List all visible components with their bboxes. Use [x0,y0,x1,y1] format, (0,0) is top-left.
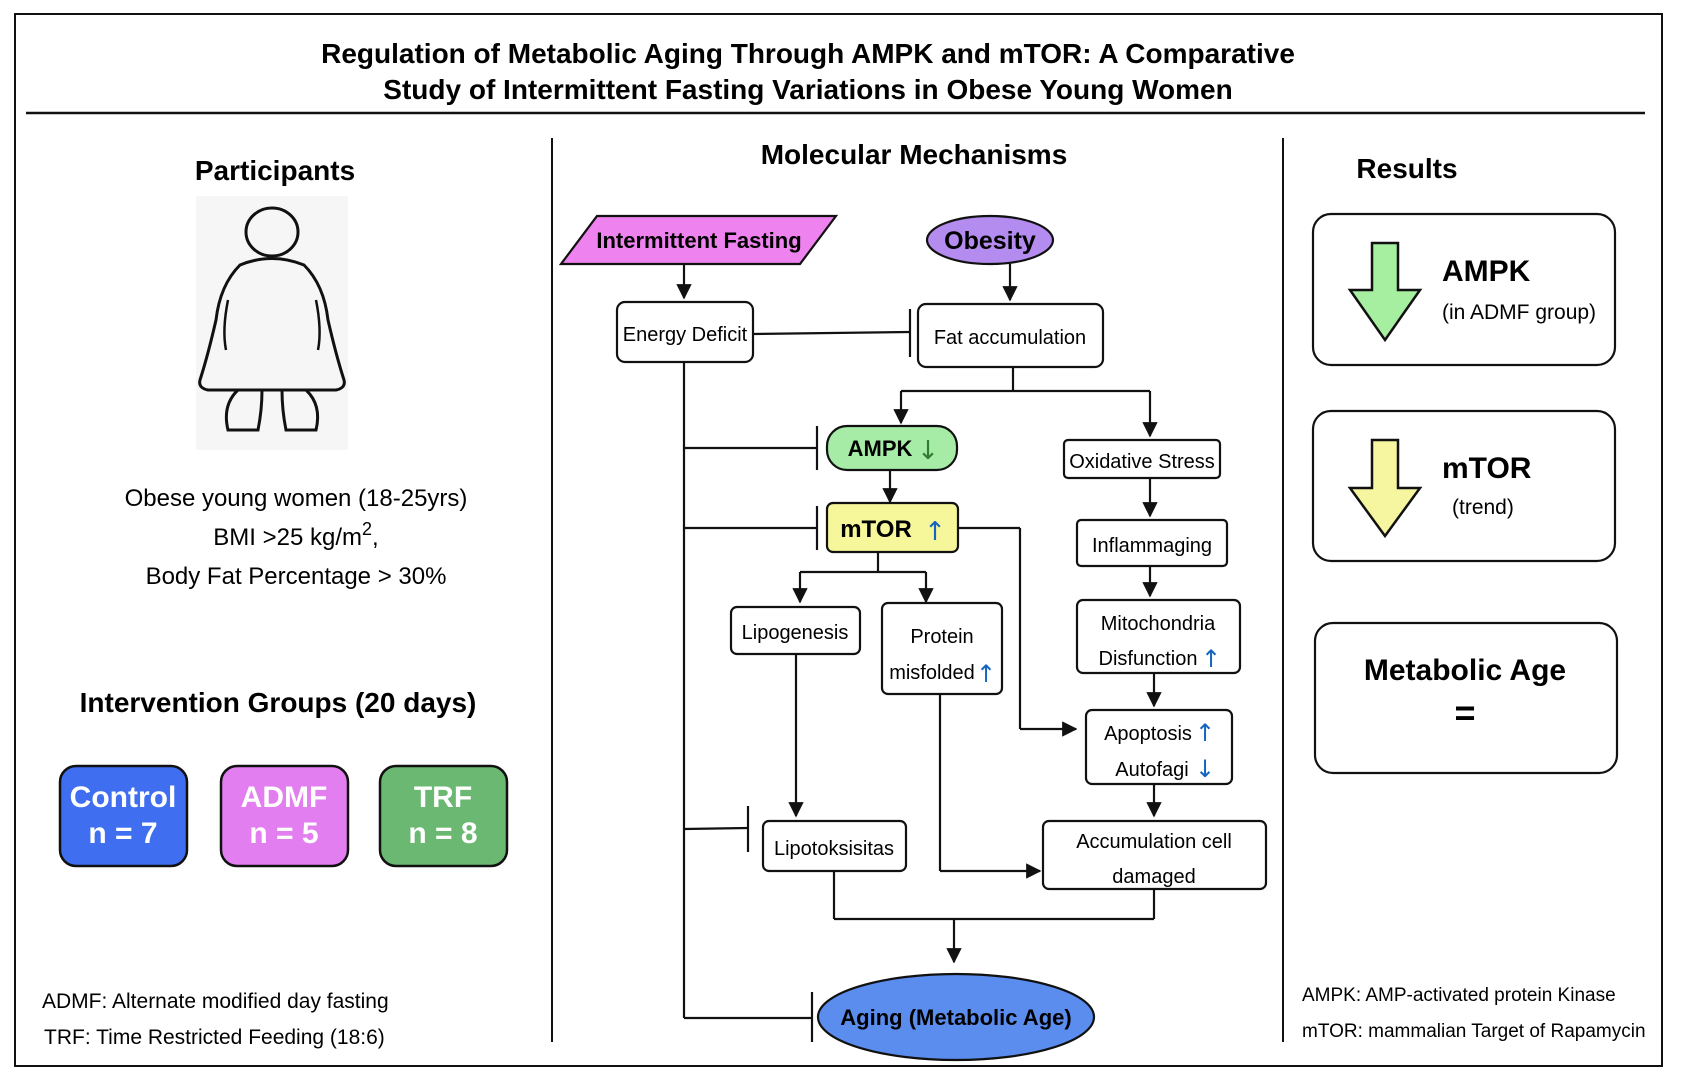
svg-text:mTOR: mTOR [1442,452,1532,485]
svg-text:AMPK: AMPK [1442,255,1531,288]
svg-text:Obesity: Obesity [944,227,1036,255]
abbr-admf: ADMF: Alternate modified day fasting [42,990,389,1013]
svg-text:misfolded: misfolded [889,662,975,684]
result-metabolic-age: Metabolic Age = [1313,621,1619,775]
svg-text:Mitochondria: Mitochondria [1101,613,1216,635]
svg-text:Inflammaging: Inflammaging [1092,535,1212,557]
connectors [676,260,1162,1042]
participants-line-2: BMI >25 kg/m2, [213,519,378,551]
participants-line-3: Body Fat Percentage > 30% [146,563,447,590]
node-obesity: Obesity [925,214,1055,266]
group-trf-n: n = 8 [408,817,477,850]
group-control: Control n = 7 [58,764,189,868]
svg-text:damaged: damaged [1112,866,1195,888]
svg-text:Protein: Protein [910,626,973,648]
node-inflammaging: Inflammaging [1075,518,1229,568]
obese-woman-icon [196,196,348,450]
group-admf-name: ADMF [241,781,328,814]
svg-text:Lipotoksisitas: Lipotoksisitas [774,838,894,860]
node-ampk: AMPK ↓ [825,424,959,472]
node-intermittent-fasting: Intermittent Fasting [558,214,839,266]
svg-text:Autofagi: Autofagi [1115,759,1188,781]
svg-text:Metabolic Age: Metabolic Age [1364,654,1566,687]
node-lipogenesis: Lipogenesis [729,605,862,656]
participants-line-1: Obese young women (18-25yrs) [125,485,468,512]
protein-up-arrow: ↑ [976,660,996,688]
down-arrow-icon [1347,438,1423,539]
participants-heading: Participants [195,155,355,186]
mtor-up-arrow: ↑ [924,517,946,547]
ampk-down-arrow: ↓ [917,436,939,466]
svg-text:Disfunction: Disfunction [1099,648,1198,670]
svg-text:=: = [1454,692,1475,733]
svg-text:Fat accumulation: Fat accumulation [934,327,1086,349]
svg-text:AMPK: AMPK [848,436,913,461]
result-ampk: AMPK (in ADMF group) [1311,212,1617,367]
intervention-heading: Intervention Groups (20 days) [80,687,477,718]
group-control-name: Control [70,781,177,814]
svg-text:Accumulation cell: Accumulation cell [1076,831,1232,853]
svg-text:Oxidative Stress: Oxidative Stress [1069,451,1215,473]
apoptosis-up-arrow: ↑ [1195,719,1215,747]
node-accumulation-cell-damaged: Accumulation cell damaged [1041,819,1268,891]
mito-up-arrow: ↑ [1201,645,1221,673]
autofagi-down-arrow: ↓ [1195,755,1215,783]
node-energy-deficit: Energy Deficit [615,300,755,364]
node-apoptosis-autofagi: Apoptosis ↑ Autofagi ↓ [1084,708,1234,786]
abbr-mtor: mTOR: mammalian Target of Rapamycin [1302,1021,1646,1042]
svg-text:mTOR: mTOR [840,516,912,543]
result-mtor: mTOR (trend) [1311,409,1617,563]
title-line-1: Regulation of Metabolic Aging Through AM… [321,38,1295,69]
group-trf: TRF n = 8 [378,764,509,868]
down-arrow-icon [1347,241,1423,343]
svg-text:Energy Deficit: Energy Deficit [623,324,748,346]
title-line-2: Study of Intermittent Fasting Variations… [383,74,1232,105]
group-admf-n: n = 5 [249,817,318,850]
node-mtor: mTOR ↑ [825,501,960,554]
svg-text:Intermittent Fasting: Intermittent Fasting [596,228,801,253]
node-mitochondria: Mitochondria Disfunction ↑ [1075,598,1242,675]
group-admf: ADMF n = 5 [219,764,350,868]
svg-text:(in ADMF group): (in ADMF group) [1442,301,1596,324]
node-fat-accumulation: Fat accumulation [916,302,1105,369]
mechanisms-heading: Molecular Mechanisms [761,139,1068,170]
group-control-n: n = 7 [88,817,157,850]
node-oxidative-stress: Oxidative Stress [1062,438,1222,480]
abbr-trf: TRF: Time Restricted Feeding (18:6) [44,1026,385,1049]
svg-text:Apoptosis: Apoptosis [1104,723,1192,745]
svg-text:Aging (Metabolic Age): Aging (Metabolic Age) [840,1005,1071,1030]
abbr-ampk: AMPK: AMP-activated protein Kinase [1302,985,1616,1006]
group-trf-name: TRF [414,781,472,814]
results-heading: Results [1356,153,1457,184]
node-protein-misfolded: Protein misfolded ↑ [880,601,1004,696]
node-aging: Aging (Metabolic Age) [816,972,1096,1062]
svg-text:(trend): (trend) [1452,496,1514,519]
node-lipotoksisitas: Lipotoksisitas [761,819,908,873]
svg-text:Lipogenesis: Lipogenesis [742,622,849,644]
